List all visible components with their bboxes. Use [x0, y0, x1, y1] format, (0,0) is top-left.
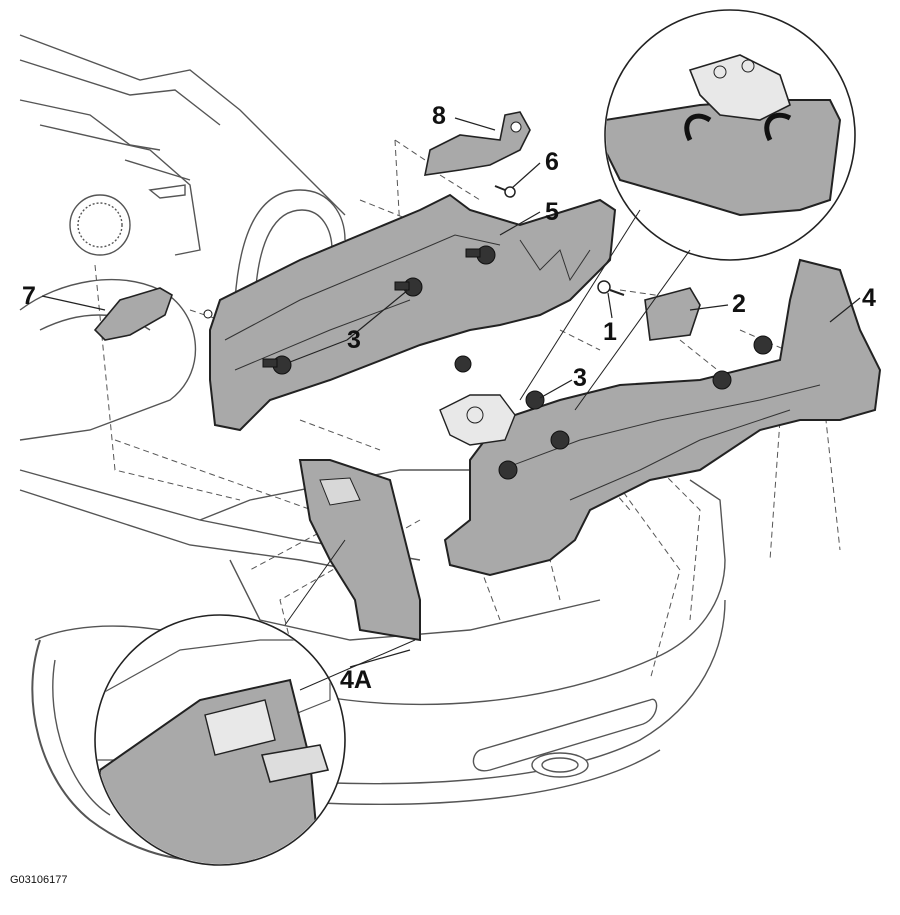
- callout-3-lower: 3: [573, 364, 587, 392]
- part-4-trunk-liner-panel: [443, 258, 882, 577]
- callout-6: 6: [545, 148, 559, 176]
- part-8-bracket: [423, 111, 531, 176]
- part-6-screw: [494, 185, 516, 198]
- callout-4: 4: [862, 284, 876, 312]
- callout-8: 8: [432, 102, 446, 130]
- part-3-clips: [203, 245, 773, 480]
- part-5-trunk-liner-panel: [209, 193, 617, 432]
- callout-5: 5: [545, 198, 559, 226]
- detail-inset-4a: [94, 539, 416, 866]
- center-mechanism: [439, 394, 516, 446]
- callout-leaders: [41, 117, 861, 668]
- part-1-bolt: [597, 280, 625, 296]
- figure-id: G03106177: [10, 874, 68, 886]
- callout-4a: 4A: [340, 666, 372, 694]
- callout-2: 2: [732, 290, 746, 318]
- callout-1: 1: [603, 318, 617, 346]
- part-7-bracket: [93, 287, 173, 341]
- callout-7: 7: [22, 282, 36, 310]
- part-2-latch: [644, 287, 701, 341]
- callout-3-upper: 3: [347, 326, 361, 354]
- part-4a-liner: [298, 459, 421, 642]
- detail-inset-clip-release: [519, 9, 856, 411]
